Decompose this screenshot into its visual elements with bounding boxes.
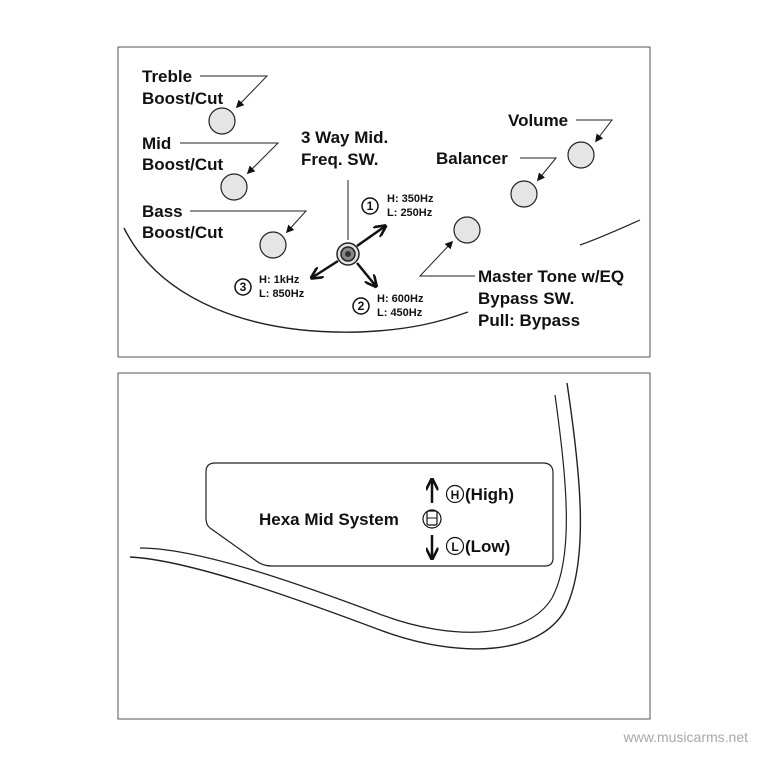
- control-plate: [205, 462, 554, 567]
- position-2-low: L: 450Hz: [377, 307, 423, 319]
- position-2-badge: [352, 297, 370, 315]
- body-outline-curve: [123, 227, 469, 333]
- treble-knob[interactable]: [208, 107, 236, 135]
- treble-leader-line: [200, 75, 269, 109]
- position-3-badge: [234, 278, 252, 296]
- master-tone-leader-line: [418, 240, 475, 277]
- low-symbol: L: [451, 540, 458, 554]
- position-3-high: H: 1kHz: [259, 274, 300, 286]
- treble-label: Treble Boost/Cut: [142, 67, 224, 108]
- volume-label: Volume: [508, 111, 568, 130]
- balancer-knob[interactable]: [510, 180, 538, 208]
- position-3-low: L: 850Hz: [259, 288, 305, 300]
- top-panel: Treble Boost/Cut Mid Boost/Cut Bass Boos…: [117, 46, 651, 358]
- low-symbol-circle: [445, 536, 465, 556]
- position-1-badge: [361, 197, 379, 215]
- position-1-arrow: [356, 227, 384, 248]
- low-label: (Low): [465, 537, 510, 556]
- position-1-number: 1: [367, 199, 374, 213]
- hexa-mid-system-label: Hexa Mid System: [259, 510, 399, 529]
- watermark: www.musicarms.net: [623, 729, 749, 745]
- volume-leader-line: [576, 119, 614, 143]
- position-2-number: 2: [358, 299, 365, 313]
- high-symbol-circle: [445, 484, 465, 504]
- high-symbol: H: [451, 488, 460, 502]
- mid-freq-switch[interactable]: [336, 242, 360, 266]
- body-edge-curve: [579, 219, 641, 246]
- volume-knob[interactable]: [567, 141, 595, 169]
- balancer-label: Balancer: [436, 149, 508, 168]
- bass-knob[interactable]: [259, 231, 287, 259]
- mid-knob[interactable]: [220, 173, 248, 201]
- mid-label: Mid Boost/Cut: [142, 134, 224, 174]
- master-tone-knob[interactable]: [453, 216, 481, 244]
- position-2-arrow: [356, 262, 375, 285]
- position-1-low: L: 250Hz: [387, 207, 433, 219]
- master-tone-label: Master Tone w/EQ Bypass SW. Pull: Bypass: [478, 267, 629, 330]
- position-3-arrow: [313, 259, 339, 277]
- position-1-high: H: 350Hz: [387, 193, 434, 205]
- position-3-number: 3: [240, 280, 247, 294]
- balancer-leader-line: [520, 157, 558, 182]
- bass-leader-line: [190, 210, 308, 234]
- switch-title-label: 3 Way Mid. Freq. SW.: [301, 128, 393, 169]
- high-label: (High): [465, 485, 514, 504]
- position-3-info: 3 H: 1kHz L: 850Hz: [234, 274, 305, 300]
- bottom-panel: Hexa Mid System H (High) L (Low): [117, 372, 651, 720]
- body-outline-outer: [129, 382, 582, 650]
- body-outline-inner: [139, 394, 567, 633]
- position-2-high: H: 600Hz: [377, 293, 424, 305]
- position-1-info: 1 H: 350Hz L: 250Hz: [361, 193, 434, 219]
- bass-label: Bass Boost/Cut: [142, 202, 224, 242]
- mid-leader-line: [180, 142, 280, 175]
- position-2-info: 2 H: 600Hz L: 450Hz: [352, 293, 424, 319]
- hexa-switch-icon[interactable]: [422, 509, 442, 529]
